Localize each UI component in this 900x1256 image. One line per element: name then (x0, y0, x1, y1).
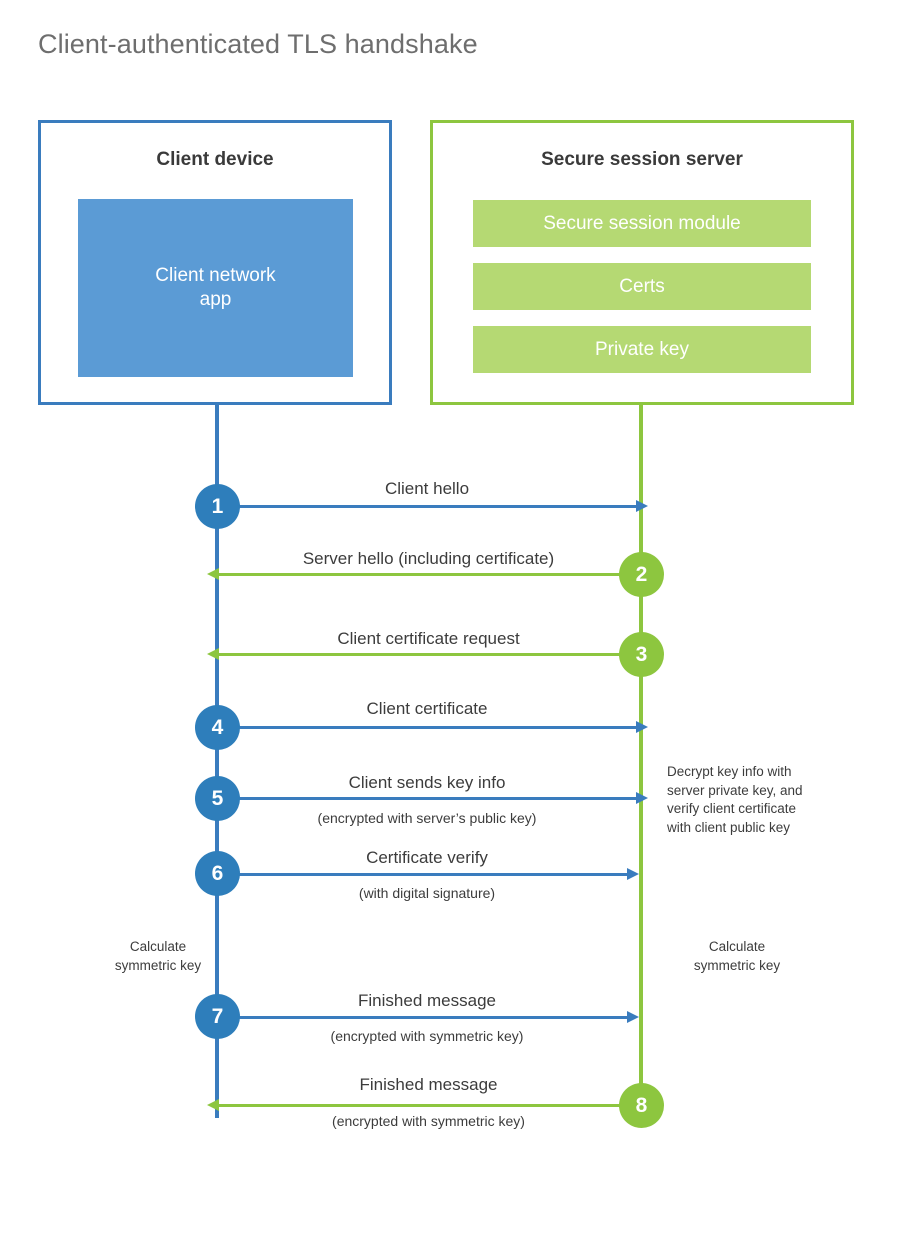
arrow-step-6 (217, 868, 639, 880)
step-circle-1[interactable]: 1 (195, 484, 240, 529)
step-circle-4[interactable]: 4 (195, 705, 240, 750)
arrow-step-8 (207, 1099, 639, 1111)
secure-session-server-box: Secure session server Secure session mod… (430, 120, 854, 405)
client-lifeline (215, 405, 219, 1118)
label-step-1: Client hello (384, 479, 470, 498)
server-block-private-key: Private key (473, 326, 811, 373)
arrowhead-icon (636, 500, 648, 512)
server-lifeline (639, 405, 643, 1105)
step-circle-2[interactable]: 2 (619, 552, 664, 597)
arrow-step-7 (217, 1011, 639, 1023)
arrow-step-3 (207, 648, 639, 660)
arrowhead-icon (207, 648, 219, 660)
arrowhead-icon (207, 568, 219, 580)
arrowhead-icon (636, 721, 648, 733)
sublabel-step-7: (encrypted with symmetric key) (330, 1028, 524, 1044)
label-step-3: Client certificate request (337, 629, 520, 648)
label-step-7: Finished message (358, 991, 496, 1010)
sublabel-step-6: (with digital signature) (358, 885, 496, 901)
server-block-secure-session-module: Secure session module (473, 200, 811, 247)
label-step-8: Finished message (359, 1075, 498, 1094)
label-step-4: Client certificate (366, 699, 488, 718)
label-step-2: Server hello (including certificate) (302, 549, 555, 568)
step-circle-8[interactable]: 8 (619, 1083, 664, 1128)
label-step-5: Client sends key info (348, 773, 506, 792)
arrowhead-icon (627, 868, 639, 880)
client-device-title: Client device (156, 149, 274, 170)
sublabel-step-5: (encrypted with server’s public key) (317, 810, 537, 826)
arrow-step-1 (217, 500, 648, 512)
arrow-step-2 (207, 568, 639, 580)
server-block-certs: Certs (473, 263, 811, 310)
arrow-step-5 (217, 792, 648, 804)
step-circle-3[interactable]: 3 (619, 632, 664, 677)
page-title: Client-authenticated TLS handshake (38, 29, 478, 59)
label-step-6: Certificate verify (366, 848, 488, 867)
arrowhead-icon (627, 1011, 639, 1023)
arrow-step-4 (217, 721, 648, 733)
arrowhead-icon (636, 792, 648, 804)
sublabel-step-8: (encrypted with symmetric key) (332, 1113, 525, 1129)
step-circle-5[interactable]: 5 (195, 776, 240, 821)
secure-session-server-title: Secure session server (541, 149, 743, 170)
step-circle-6[interactable]: 6 (195, 851, 240, 896)
arrowhead-icon (207, 1099, 219, 1111)
step-circle-7[interactable]: 7 (195, 994, 240, 1039)
